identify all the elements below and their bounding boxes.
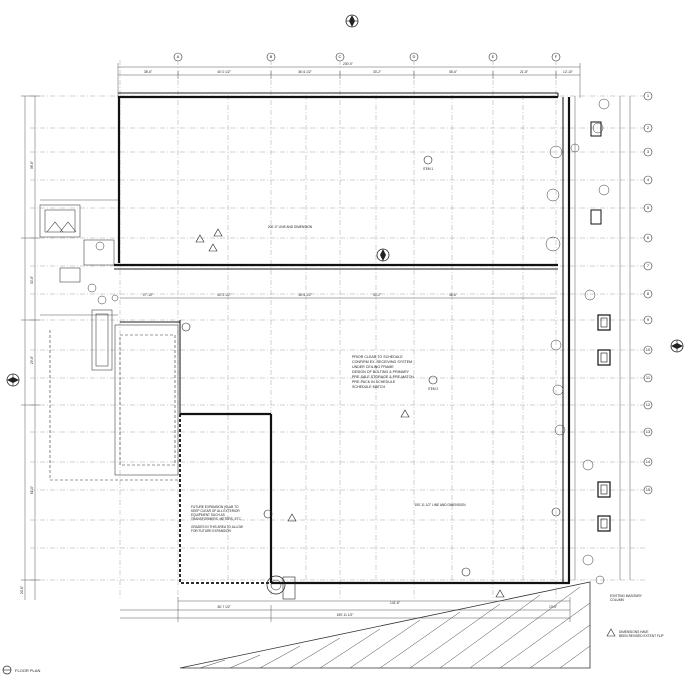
row-bubble-15: 15 xyxy=(646,487,651,492)
column-bubble-e: E xyxy=(492,54,495,59)
north-arrow-center xyxy=(376,248,390,262)
row-bubble-7: 7 xyxy=(647,263,650,268)
row-bubble-5: 5 xyxy=(647,205,650,210)
column-bubble-b: B xyxy=(270,54,273,59)
left-dim-2: 32'-6" xyxy=(30,276,34,284)
expansion-note-line-7: FOR FUTURE EXPANSION xyxy=(191,529,231,533)
row-bubble-14: 14 xyxy=(646,459,651,464)
column-bubble-a: A xyxy=(177,54,180,59)
bottom-dim-1: 141'-6" xyxy=(390,601,400,605)
top-dim-5: 36'-6" xyxy=(449,70,457,74)
top-dim-1: 38'-6" xyxy=(144,70,152,74)
revision-triangles xyxy=(195,228,616,637)
top-dim-6: 21'-8" xyxy=(520,70,528,74)
mid-dim-4: 33'-2" xyxy=(373,293,381,297)
north-arrow-left xyxy=(6,373,20,387)
top-dim-2: 40'-0 1/2" xyxy=(217,70,230,74)
overall-top-dimension: 200'-0" xyxy=(343,62,353,66)
row-bubble-2: 2 xyxy=(647,125,650,130)
column-bubble-f: F xyxy=(555,54,558,59)
center-note: PRIOR CLEAR TO SCHEDULE CONFIRM EX. RECE… xyxy=(352,355,414,389)
center-note-line-6: PRE-PACK IN SCHEDULE xyxy=(352,380,396,384)
row-bubble-3: 3 xyxy=(647,149,650,154)
lower-line-label: 150'-11 1/2" LINE AND DIMENSION xyxy=(414,503,466,507)
area-label-1: ITEM 1 xyxy=(423,167,433,171)
expansion-note-line-6: GRADES IN THIS AREA TO ALLOW xyxy=(191,525,243,529)
expansion-note-line-1: FUTURE EXPANSION (SLAB TO xyxy=(191,505,239,509)
sheet-title-block: FLOOR PLAN xyxy=(2,665,40,675)
mid-dim-5: 36'-6" xyxy=(449,293,457,297)
row-bubbles: 1 2 3 4 5 6 7 8 9 10 11 12 13 14 15 xyxy=(643,91,653,495)
expansion-note: FUTURE EXPANSION (SLAB TO KEEP CLEAR OF … xyxy=(191,505,243,533)
center-note-line-5: PRE-SALE STORAGE & PRE-MATCH xyxy=(352,375,414,379)
sheet-title: FLOOR PLAN xyxy=(15,668,40,673)
mid-dim-1: 27'-10" xyxy=(143,293,153,297)
legend-note-line-1: DIMENSIONS HAVE xyxy=(619,630,649,634)
row-bubble-11: 11 xyxy=(646,375,651,380)
north-arrow-right xyxy=(670,339,684,353)
row-bubble-4: 4 xyxy=(647,177,650,182)
left-dim-1: 38'-6" xyxy=(30,161,34,169)
area-symbols: ITEM 1 ITEM 2 xyxy=(181,155,561,577)
left-entry-structures xyxy=(39,199,119,316)
row-bubble-13: 13 xyxy=(646,429,651,434)
column-bubble-c: C xyxy=(339,54,342,59)
legend-note: DIMENSIONS HAVE BEEN REVISED EXTENT FLIP xyxy=(619,630,664,638)
upper-line-label: 200'-0" LINE AND DIMENSION xyxy=(268,225,313,229)
column-bubbles: A B C D E F xyxy=(173,52,561,62)
legend-note-line-2: BEEN REVISED EXTENT FLIP xyxy=(619,634,664,638)
center-note-line-3: UNDER CEILING FRAME xyxy=(352,365,394,369)
column-bubble-d: D xyxy=(413,54,416,59)
bottom-dimensions: 141'-6" 36'-7 1/2" 13'-5" 159'-11 1/2" xyxy=(120,597,571,622)
bottom-dim-2: 36'-7 1/2" xyxy=(217,605,230,609)
top-dim-7: 12'-10" xyxy=(563,70,573,74)
existing-column-note: EXISTING MASONRY COLUMN xyxy=(610,594,643,602)
row-bubble-6: 6 xyxy=(647,235,650,240)
row-bubble-10: 10 xyxy=(646,347,651,352)
right-side-equipment xyxy=(545,96,631,585)
center-note-line-4: DESIGN OF BOLTING & PRIMARY xyxy=(352,370,410,374)
area-label-2: ITEM 2 xyxy=(428,387,438,391)
existing-column-detail xyxy=(266,575,296,600)
mid-dimensions: 27'-10" 40'-2 1/2" 36'-6 1/2" 33'-2" 36'… xyxy=(120,293,556,299)
row-bubble-8: 8 xyxy=(647,291,650,296)
existing-column-note-line-2: COLUMN xyxy=(610,598,625,602)
top-dimensions: 200'-0" 38'-6" 40'-0 1/2" 36'-6 1/2" 33'… xyxy=(117,62,581,98)
left-dim-3: 29'-6" xyxy=(30,356,34,364)
hatched-ground-area xyxy=(179,581,591,669)
lower-left-slab xyxy=(49,309,179,481)
expansion-note-line-2: KEEP CLEAR OF ALL EXTERIOR xyxy=(191,509,240,513)
bottom-total-dim: 159'-11 1/2" xyxy=(337,613,354,617)
north-arrow-top xyxy=(345,14,359,28)
future-expansion-outline xyxy=(179,414,271,584)
row-bubble-12: 12 xyxy=(646,402,651,407)
mid-dim-2: 40'-2 1/2" xyxy=(217,293,230,297)
column-grid xyxy=(119,60,557,600)
left-dim-4: 61'-0" xyxy=(30,486,34,494)
expansion-note-line-3: EQUIPMENT SUCH AS xyxy=(191,513,225,517)
mid-dim-3: 36'-6 1/2" xyxy=(298,293,311,297)
row-grid xyxy=(30,95,645,581)
center-note-line-7: SCHEDULE MATCH xyxy=(352,385,385,389)
left-dimensions: 38'-6" 32'-6" 29'-6" 61'-0" 20'-6" xyxy=(20,95,40,600)
building-walls xyxy=(114,92,571,585)
top-dim-3: 36'-6 1/2" xyxy=(298,70,311,74)
existing-column-note-line-1: EXISTING MASONRY xyxy=(610,594,643,598)
row-bubble-9: 9 xyxy=(647,317,650,322)
center-note-line-1: PRIOR CLEAR TO SCHEDULE xyxy=(352,355,403,359)
top-dim-4: 33'-2" xyxy=(373,70,381,74)
center-note-line-2: CONFIRM EX. RECEIVING SYSTEM xyxy=(352,360,412,364)
left-dim-5: 20'-6" xyxy=(20,586,24,594)
row-bubble-1: 1 xyxy=(647,93,650,98)
expansion-note-line-4: TRANSFORMERS, METERS, ETC. xyxy=(191,517,242,521)
